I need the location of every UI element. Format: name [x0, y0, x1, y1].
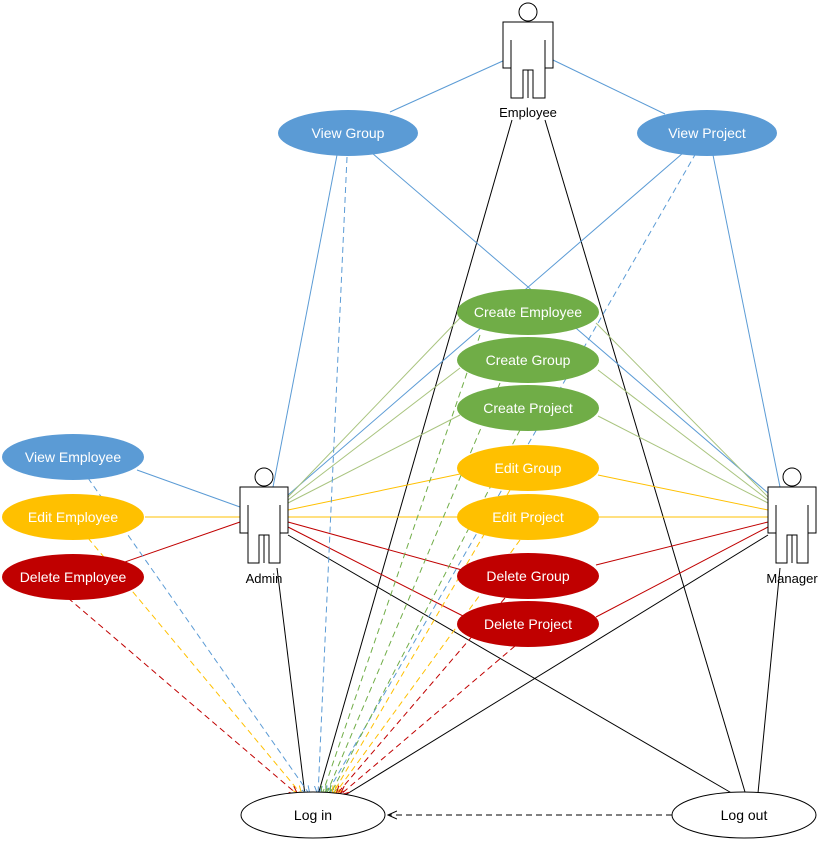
associations: [121, 59, 781, 798]
usecase-edit-group[interactable]: Edit Group: [457, 445, 599, 491]
actor-admin[interactable]: [239, 467, 289, 564]
usecase-view-group-label: View Group: [312, 125, 385, 141]
assoc-manager-deleteproject: [595, 526, 769, 618]
usecase-view-project-label: View Project: [668, 125, 746, 141]
assoc-manager-createproject: [597, 415, 769, 504]
usecase-edit-group-label: Edit Group: [495, 460, 562, 476]
usecase-log-out-shape[interactable]: [671, 791, 817, 839]
usecase-delete-project[interactable]: Delete Project: [457, 601, 599, 647]
usecase-create-group-shape[interactable]: [457, 337, 599, 383]
assoc-employee-viewgroup: [389, 59, 506, 113]
usecase-view-employee[interactable]: View Employee: [2, 434, 144, 480]
usecase-delete-group-shape[interactable]: [457, 553, 599, 599]
assoc-admin-createemployee: [287, 317, 461, 498]
assoc-admin-createproject: [287, 414, 461, 504]
usecase-delete-project-label: Delete Project: [484, 616, 572, 632]
assoc-admin-deleteproject: [287, 526, 466, 618]
assoc-manager-creategroup: [597, 369, 769, 501]
usecase-view-project[interactable]: View Project: [637, 110, 777, 156]
dep-creategroup-login: [326, 382, 501, 795]
usecase-view-employee-shape[interactable]: [2, 434, 144, 480]
assoc-manager-viewproject: [712, 154, 781, 488]
assoc-employee-login: [317, 119, 513, 796]
usecase-log-in[interactable]: Log in: [240, 791, 386, 839]
usecase-edit-project[interactable]: Edit Project: [457, 494, 599, 540]
usecase-delete-group-label: Delete Group: [486, 568, 569, 584]
assoc-admin-editgroup: [287, 473, 461, 511]
actors: Employee Admin Manager: [239, 2, 818, 586]
dep-deleteemployee-login: [67, 597, 298, 795]
dep-createemployee-login: [322, 334, 481, 795]
usecase-edit-employee-shape[interactable]: [2, 494, 144, 540]
dep-deleteproject-login: [340, 645, 516, 795]
usecase-create-project[interactable]: Create Project: [457, 385, 599, 431]
usecase-create-group-label: Create Group: [486, 352, 571, 368]
dep-viewgroup-login: [318, 156, 348, 795]
usecase-log-in-shape[interactable]: [240, 791, 386, 839]
usecase-view-group[interactable]: View Group: [278, 110, 418, 156]
usecase-edit-employee[interactable]: Edit Employee: [2, 494, 144, 540]
assoc-admin-deleteemployee: [121, 521, 241, 564]
usecase-log-in-label: Log in: [294, 807, 332, 823]
actor-admin-head: [254, 467, 274, 487]
usecase-delete-employee-shape[interactable]: [2, 554, 144, 600]
assoc-admin-creategroup: [287, 367, 461, 501]
usecase-log-out[interactable]: Log out: [671, 791, 817, 839]
actor-manager[interactable]: [767, 467, 817, 564]
dep-editgroup-login: [332, 489, 511, 795]
usecase-create-project-label: Create Project: [483, 400, 573, 416]
assoc-manager-deletegroup: [595, 521, 769, 566]
usecase-delete-group[interactable]: Delete Group: [457, 553, 599, 599]
include-dependencies: [67, 152, 697, 815]
usecase-create-employee-shape[interactable]: [457, 289, 599, 335]
assoc-admin-logout: [287, 534, 736, 796]
assoc-admin-deletegroup: [287, 521, 463, 571]
usecase-edit-employee-label: Edit Employee: [28, 509, 118, 525]
usecase-edit-project-shape[interactable]: [457, 494, 599, 540]
assoc-admin-viewemployee: [136, 469, 241, 508]
usecase-delete-project-shape[interactable]: [457, 601, 599, 647]
usecase-create-employee-label: Create Employee: [474, 304, 582, 320]
assoc-admin-login: [276, 567, 306, 796]
usecase-create-project-shape[interactable]: [457, 385, 599, 431]
actor-manager-label: Manager: [766, 571, 818, 586]
assoc-manager-login: [341, 534, 769, 798]
dep-createproject-login: [330, 429, 521, 795]
assoc-admin-viewgroup: [272, 154, 338, 488]
usecase-view-employee-label: View Employee: [25, 449, 121, 465]
assoc-manager-createemployee: [595, 322, 769, 498]
usecase-delete-employee-label: Delete Employee: [20, 569, 127, 585]
assoc-manager-editgroup: [597, 474, 769, 511]
actor-employee[interactable]: [502, 2, 554, 99]
usecase-view-project-shape[interactable]: [637, 110, 777, 156]
usecase-edit-group-shape[interactable]: [457, 445, 599, 491]
actor-employee-head: [518, 2, 538, 22]
usecase-view-group-shape[interactable]: [278, 110, 418, 156]
actor-admin-label: Admin: [246, 571, 283, 586]
assoc-manager-logout: [757, 567, 781, 794]
usecase-create-employee[interactable]: Create Employee: [457, 289, 599, 335]
assoc-employee-viewproject: [552, 59, 666, 115]
assoc-employee-logout: [544, 119, 746, 793]
usecase-create-group[interactable]: Create Group: [457, 337, 599, 383]
actor-employee-label: Employee: [499, 105, 557, 120]
usecase-edit-project-label: Edit Project: [492, 509, 564, 525]
usecase-delete-employee[interactable]: Delete Employee: [2, 554, 144, 600]
use-cases: View Group View Project View Employee Cr…: [2, 110, 817, 839]
actor-manager-head: [782, 467, 802, 487]
usecase-log-out-label: Log out: [721, 807, 768, 823]
